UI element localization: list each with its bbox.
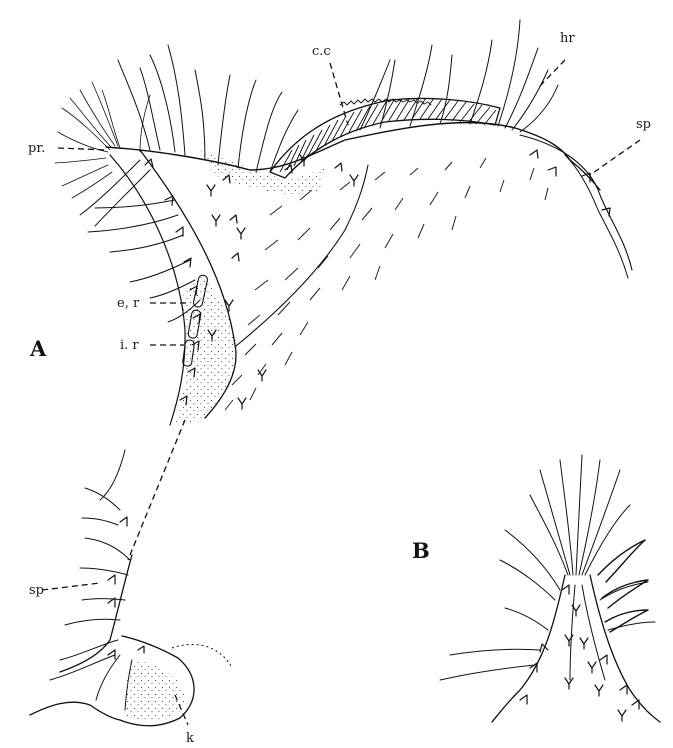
setae-left-brush xyxy=(55,82,150,198)
label-cc: c.c xyxy=(312,44,331,59)
label-sp-top: sp xyxy=(636,117,651,132)
panel-b-setae xyxy=(440,455,655,680)
panel-a-drawing xyxy=(30,20,640,726)
leader-hr xyxy=(538,60,565,88)
panel-b-drawing xyxy=(440,455,660,722)
label-ir: i. r xyxy=(120,338,139,353)
leader-pr xyxy=(58,148,108,150)
panel-label-a: A xyxy=(29,336,47,361)
comb-teeth xyxy=(280,98,496,172)
apical-segment-inner xyxy=(565,155,628,278)
apical-segment xyxy=(520,135,632,270)
label-er: e, r xyxy=(117,296,140,311)
spines-tip xyxy=(108,517,144,659)
panel-label-b: B xyxy=(412,538,430,563)
setae-top xyxy=(118,20,558,172)
interior-hair-bases xyxy=(225,158,548,410)
label-hr: hr xyxy=(560,31,575,46)
label-sp-bottom: sp xyxy=(29,583,44,598)
leader-sp-top xyxy=(590,140,640,175)
panel-b-thorns xyxy=(598,540,648,632)
panel-b-inner-left xyxy=(570,585,575,680)
panel-b-spines xyxy=(520,585,639,709)
label-pr: pr. xyxy=(28,141,45,156)
tip-stipple xyxy=(125,660,185,720)
connector-main xyxy=(128,420,185,560)
leader-sp-bottom xyxy=(42,583,100,590)
tip-dotted-outline xyxy=(172,644,232,668)
panel-b-outline-left xyxy=(492,575,565,722)
panel-b-outline-right xyxy=(590,575,660,722)
label-k: k xyxy=(186,731,194,746)
